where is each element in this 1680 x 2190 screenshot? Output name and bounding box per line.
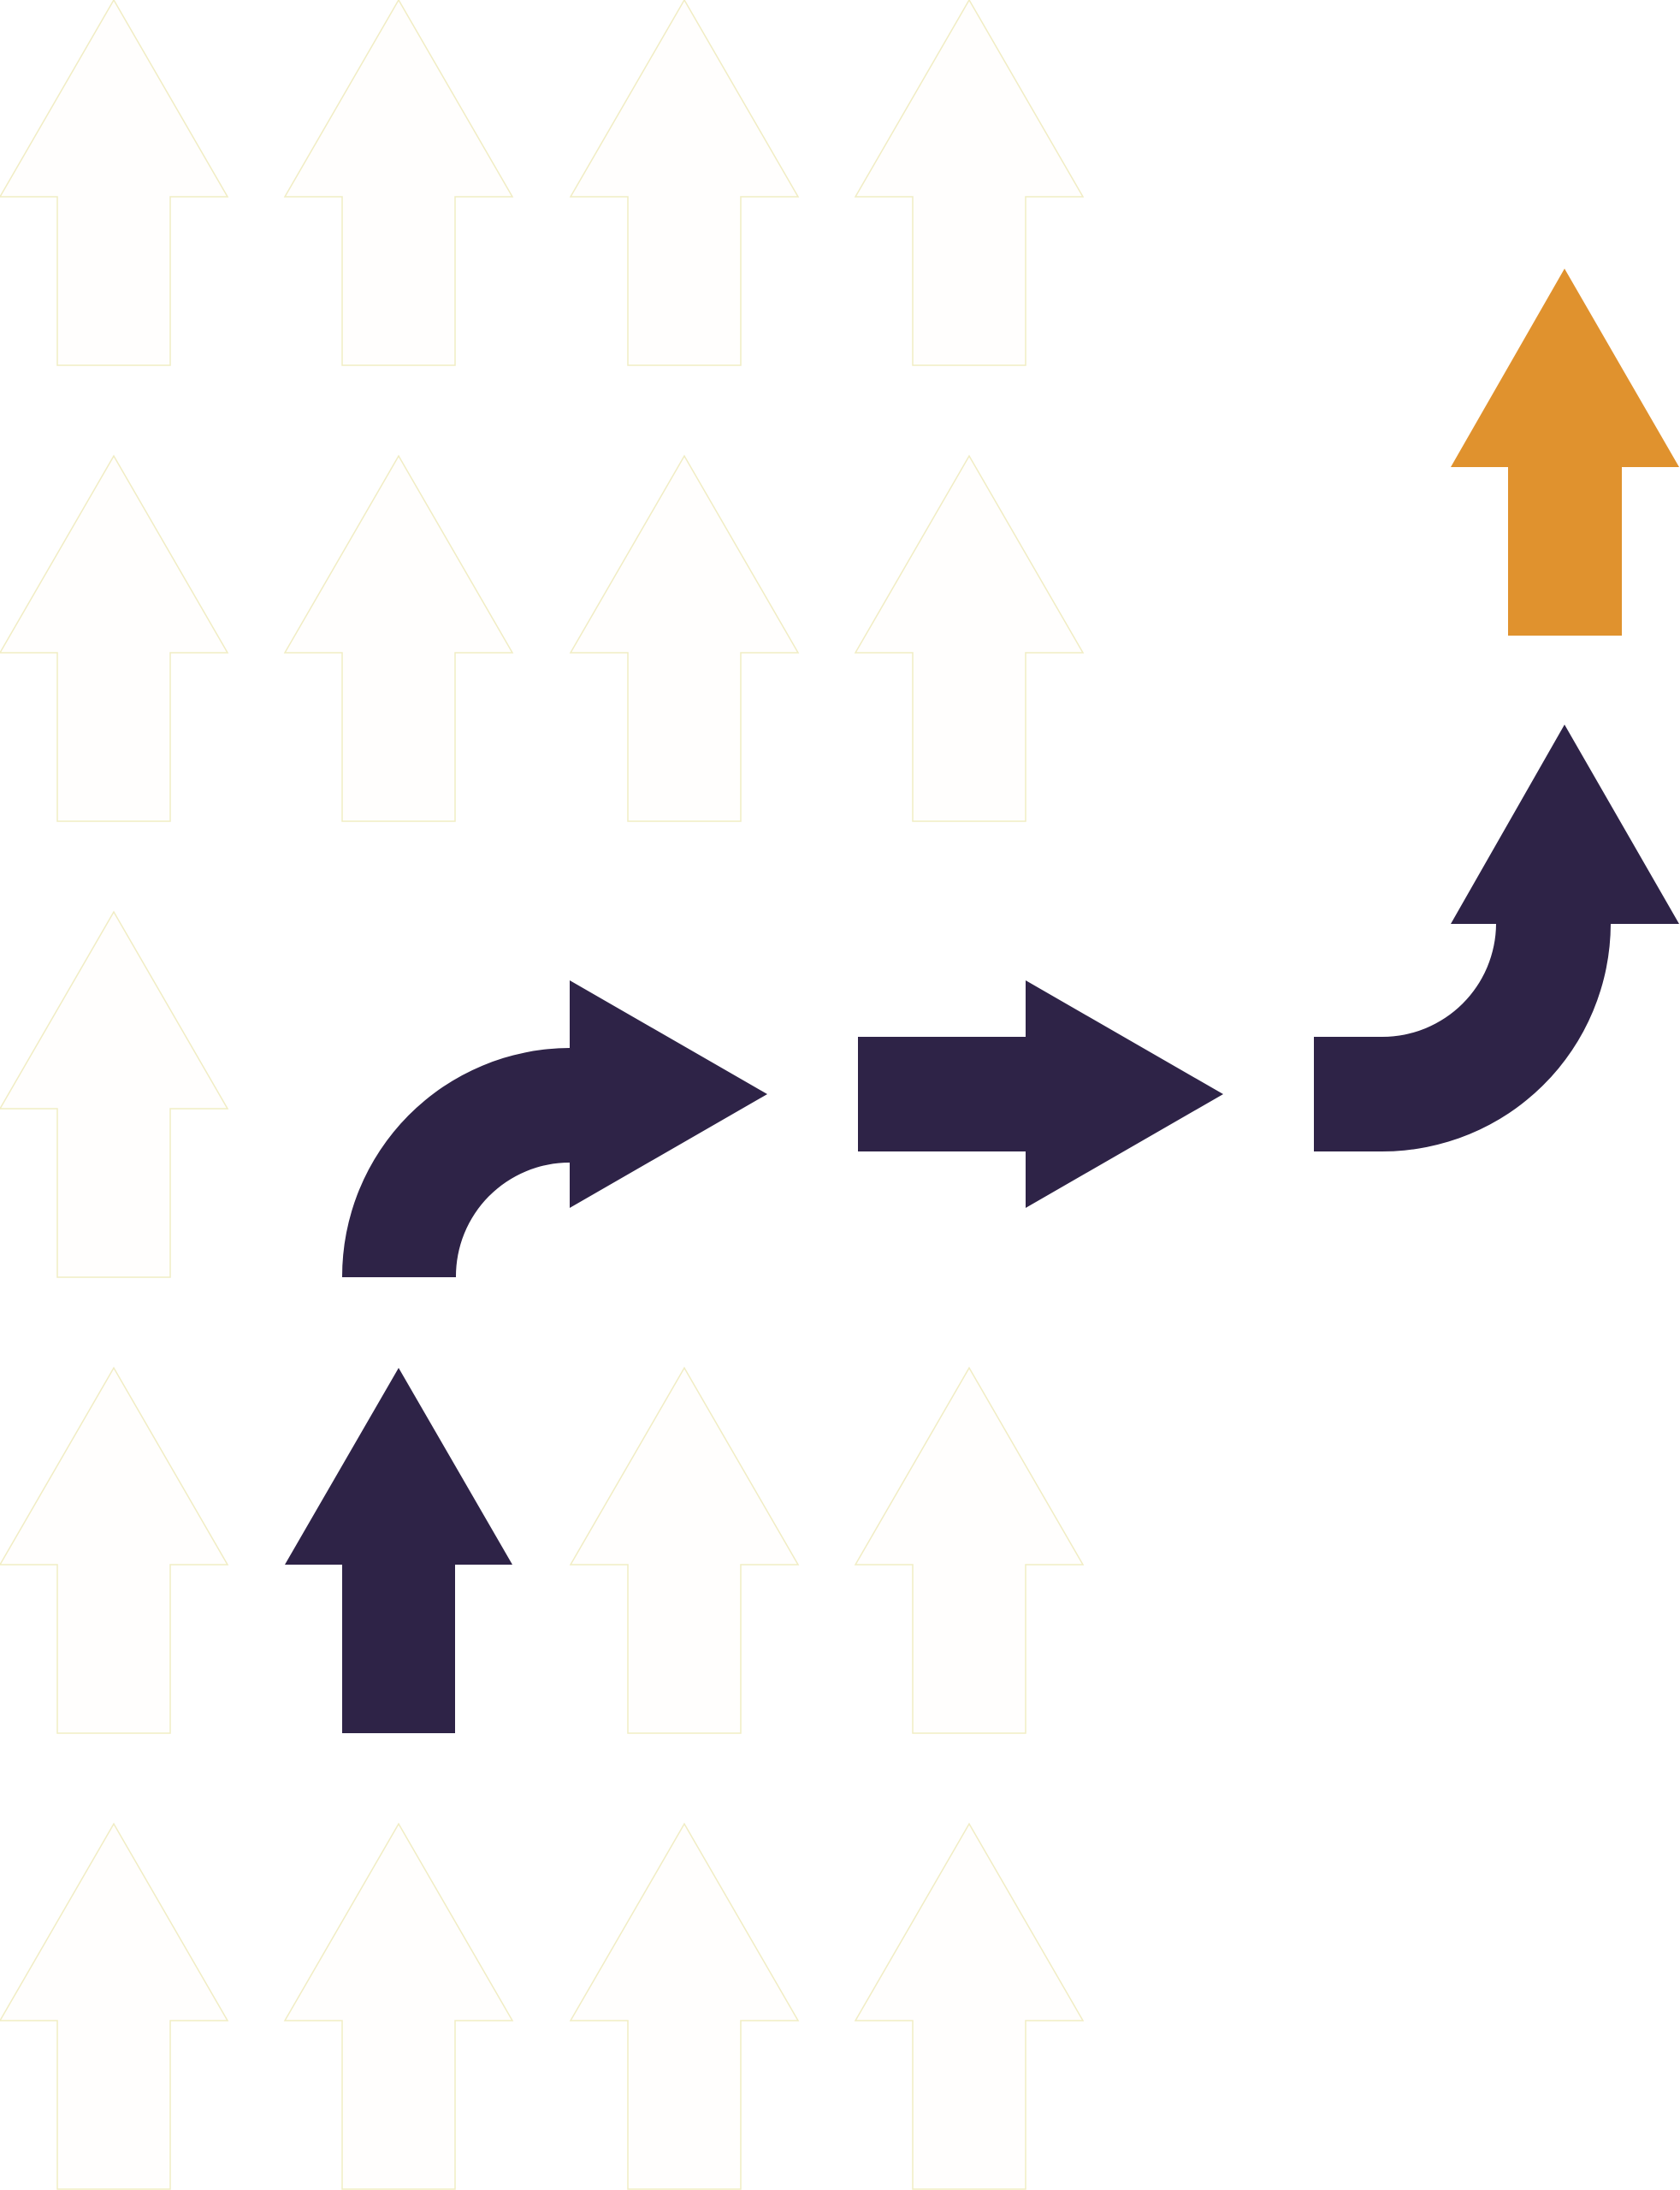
ghost-up-arrow-icon — [0, 911, 228, 1278]
ghost-up-arrow-icon — [0, 1367, 228, 1734]
ghost-up-arrow-icon — [570, 455, 799, 822]
curved-arrow-right-up-icon — [1314, 725, 1679, 1151]
right-arrow-icon — [858, 980, 1223, 1208]
ghost-up-arrow-icon — [855, 0, 1084, 366]
ghost-up-arrow-icon — [284, 455, 513, 822]
ghost-up-arrow-icon — [855, 1823, 1084, 2190]
ghost-up-arrow-icon — [855, 1367, 1084, 1734]
up-arrow-icon — [1451, 269, 1679, 636]
curved-arrow-up-right-icon — [341, 980, 767, 1277]
ghost-up-arrow-icon — [0, 0, 228, 366]
up-arrow-icon — [285, 1368, 512, 1733]
ghost-up-arrow-icon — [570, 0, 799, 366]
ghost-up-arrow-icon — [0, 1823, 228, 2190]
ghost-up-arrow-icon — [570, 1823, 799, 2190]
goal-arrow — [1451, 269, 1679, 636]
ghost-up-arrow-icon — [284, 1823, 513, 2190]
ghost-up-arrow-icon — [284, 0, 513, 366]
ghost-up-arrow-icon — [855, 455, 1084, 822]
ghost-up-arrow-icon — [0, 455, 228, 822]
arrow-path — [285, 725, 1679, 1733]
ghost-up-arrow-icon — [570, 1367, 799, 1734]
